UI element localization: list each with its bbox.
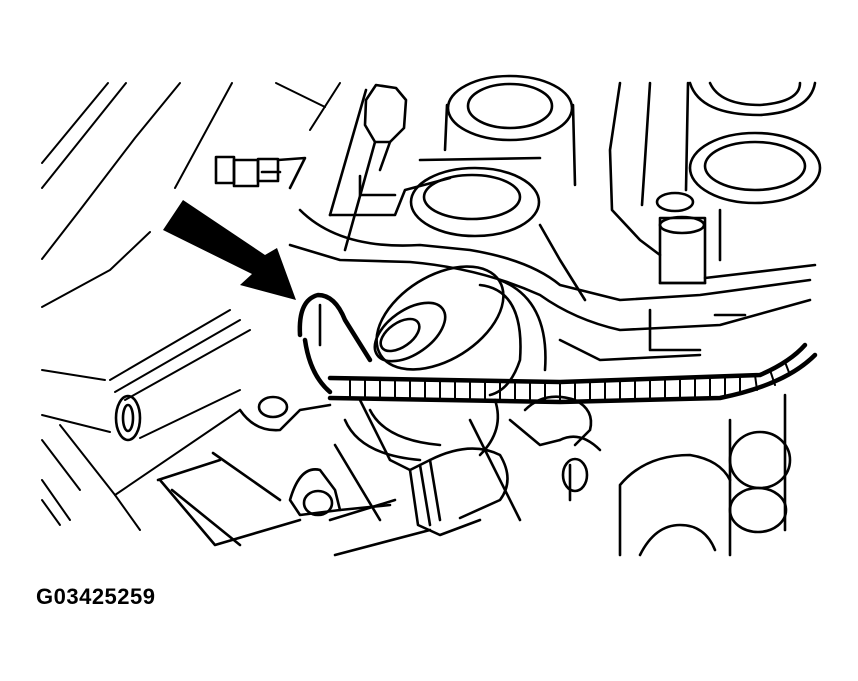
wiring-harness [327,342,818,405]
arrow-pointer-icon [163,200,296,300]
connector-plug [328,447,509,537]
central-sensor [373,265,547,397]
lower-right-components [468,308,792,557]
figure-id-label: G03425259 [36,584,156,609]
bracket-band [288,208,812,332]
wire-loop [297,292,373,395]
center-lower-arcs [343,398,500,472]
upper-housing [328,74,587,302]
pipe-fitting [214,155,307,190]
manifold-ports [608,81,822,257]
technical-illustration [41,74,822,557]
background-diagonal-lines [41,82,341,308]
sensor-body [655,191,817,285]
left-arm [41,309,251,531]
lower-housing [156,395,432,557]
vertical-pipe [328,83,408,252]
